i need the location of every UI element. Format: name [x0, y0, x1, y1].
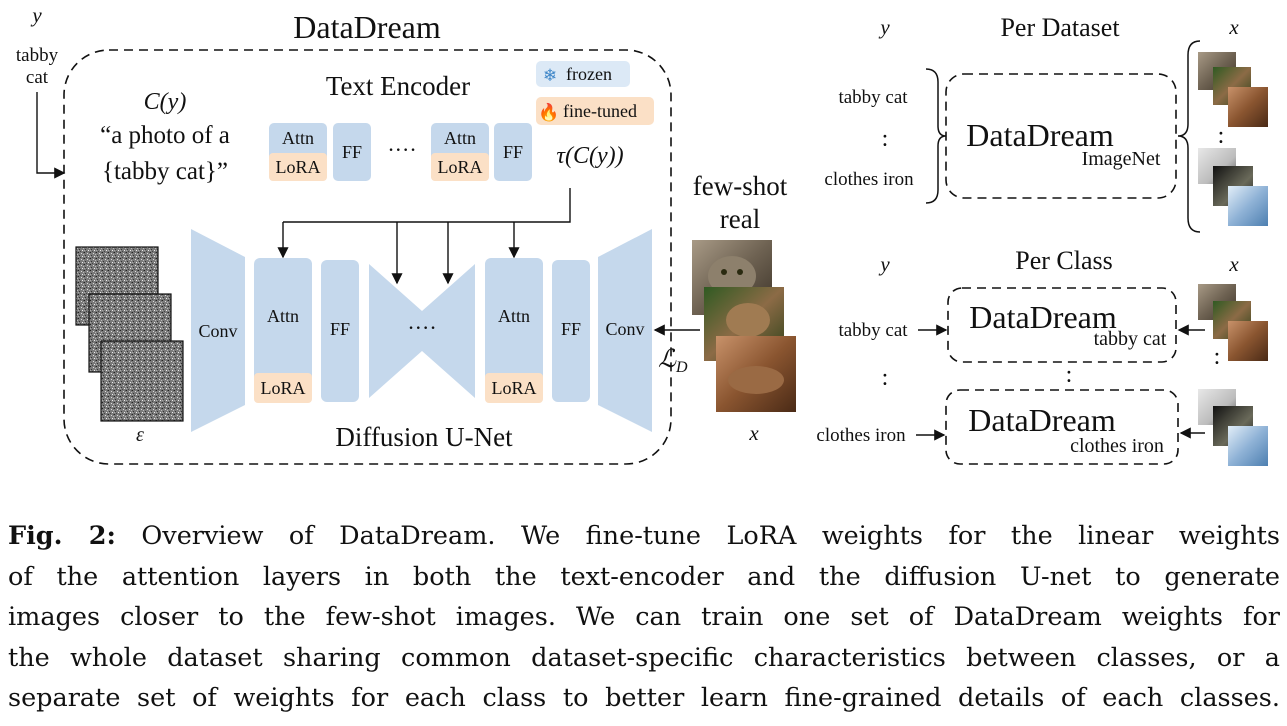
te-attn-label-1: Attn: [282, 128, 314, 148]
prompt-line2: {tabby cat}”: [102, 158, 228, 185]
conditioning-line: [283, 188, 571, 223]
figure-caption: Fig. 2: Overview of DataDream. We fine-t…: [8, 516, 1280, 719]
pd-datadream-name: DataDream: [966, 117, 1114, 153]
pc-class-tabby: tabby cat: [838, 320, 908, 341]
legend-finetuned-box: [536, 97, 654, 125]
unet-ff-block-1: [321, 260, 359, 402]
pd-class-iron: clothes iron: [824, 169, 914, 190]
text-encoder-title: Text Encoder: [326, 71, 470, 101]
pd-left-brace: [925, 68, 947, 204]
pd-colon: :: [882, 126, 889, 152]
te-ellipsis: ····: [387, 137, 416, 162]
per-class-x: x: [1228, 252, 1239, 276]
few-shot-label-line1: few-shot: [693, 171, 788, 201]
caption-line-2: of the attention layers in both the text…: [8, 561, 1280, 592]
pc-datadream-tabby-box: [947, 287, 1177, 363]
legend-frozen-box: [536, 61, 630, 87]
loss-subscript: D: [675, 359, 688, 376]
legend-frozen-label: frozen: [566, 64, 612, 84]
pd-datadream-box: [945, 73, 1177, 199]
caption-line-1: Fig. 2: Overview of DataDream. We fine-t…: [8, 516, 1280, 557]
few-shot-label-line2: real: [720, 204, 760, 234]
pc-datadream-iron-sub: clothes iron: [1070, 435, 1164, 457]
fire-icon: 🔥: [538, 102, 559, 123]
pd-image-colon: :: [1218, 123, 1225, 149]
unet-conv-in: [191, 229, 245, 432]
pc-datadream-iron-box: [945, 389, 1179, 465]
unet-ff-label-2: FF: [561, 319, 581, 339]
per-class-title: Per Class: [1015, 246, 1113, 275]
epsilon-label: ε: [136, 424, 144, 446]
pd-datadream-sub: ImageNet: [1082, 148, 1161, 170]
per-dataset-x: x: [1228, 15, 1239, 39]
pc-datadream-tabby-name: DataDream: [969, 299, 1117, 335]
caption-line-4: the whole dataset sharing common dataset…: [8, 642, 1280, 673]
pc-image-cat-3: [1228, 321, 1268, 361]
unet-lora-label-2: LoRA: [492, 378, 537, 398]
figure-diagram: DataDream y tabby cat C(y) “a photo of a…: [16, 3, 1268, 466]
per-class-y: y: [878, 252, 890, 276]
caption-line-5: separate set of weights for each class t…: [8, 683, 1280, 713]
unet-attn-label-2: Attn: [498, 306, 530, 326]
te-ff-block-2: [494, 123, 532, 181]
unet-conv-out: [598, 229, 652, 432]
pc-colon-mid: :: [1066, 362, 1073, 388]
loss-symbol: ℒ: [658, 346, 677, 373]
unet-attn-block-1: [254, 258, 312, 403]
unet-lora-block-2: [485, 373, 543, 403]
pc-datadream-iron-name: DataDream: [968, 402, 1116, 438]
snowflake-icon: ❄: [543, 66, 557, 86]
unet-conv-out-label: Conv: [605, 319, 644, 339]
te-ff-block-1: [333, 123, 371, 181]
unet-ellipsis: ····: [407, 315, 436, 340]
per-dataset-title: Per Dataset: [1000, 13, 1120, 42]
unet-conv-in-label: Conv: [198, 321, 237, 341]
y-input-arrow: [36, 92, 66, 179]
te-lora-label-1: LoRA: [276, 157, 321, 177]
tau-label: τ(C(y)): [556, 143, 623, 169]
loss-label: ℒD: [658, 346, 688, 376]
pd-right-brace: [1177, 40, 1201, 233]
caption-text-1: Overview of DataDream. We fine-tune LoRA…: [115, 521, 1280, 551]
caption-line-3: images closer to the few-shot images. We…: [8, 602, 1280, 632]
pc-colon-left: :: [882, 365, 889, 391]
prompt-line1: “a photo of a: [100, 122, 230, 149]
y-variable: y: [30, 3, 42, 27]
unet-lora-label-1: LoRA: [261, 378, 306, 398]
te-ff-label-2: FF: [503, 142, 523, 162]
pc-class-iron: clothes iron: [816, 425, 906, 446]
legend-finetuned-label: fine-tuned: [563, 101, 637, 121]
unet-ff-label-1: FF: [330, 319, 350, 339]
unet-attn-label-1: Attn: [267, 306, 299, 326]
cy-label: C(y): [144, 89, 187, 115]
unet-bottleneck: [369, 264, 475, 398]
few-shot-image-3: [716, 336, 796, 412]
pc-image-iron-3: [1228, 426, 1268, 466]
per-dataset-y: y: [878, 15, 890, 39]
noise-image-3: [100, 340, 184, 422]
unet-ff-block-2: [552, 260, 590, 402]
unet-title: Diffusion U-Net: [335, 422, 513, 452]
pd-class-tabby: tabby cat: [838, 87, 908, 108]
y-input-line1: tabby: [16, 45, 59, 66]
te-lora-block-2: [431, 153, 489, 181]
pc-datadream-tabby-sub: tabby cat: [1094, 328, 1167, 350]
caption-label: Fig. 2:: [8, 521, 116, 551]
te-ff-label-1: FF: [342, 142, 362, 162]
unet-attn-block-2: [485, 258, 543, 403]
unet-lora-block-1: [254, 373, 312, 403]
datadream-title: DataDream: [293, 9, 441, 45]
y-input-line2: cat: [26, 67, 49, 88]
pc-colon-right: :: [1214, 344, 1221, 370]
datadream-frame: [63, 49, 672, 465]
te-lora-label-2: LoRA: [438, 157, 483, 177]
te-attn-label-2: Attn: [444, 128, 476, 148]
x-label-left: x: [748, 421, 759, 445]
pd-image-iron-3: [1228, 186, 1268, 226]
te-lora-block-1: [269, 153, 327, 181]
pd-image-cat-3: [1228, 87, 1268, 127]
